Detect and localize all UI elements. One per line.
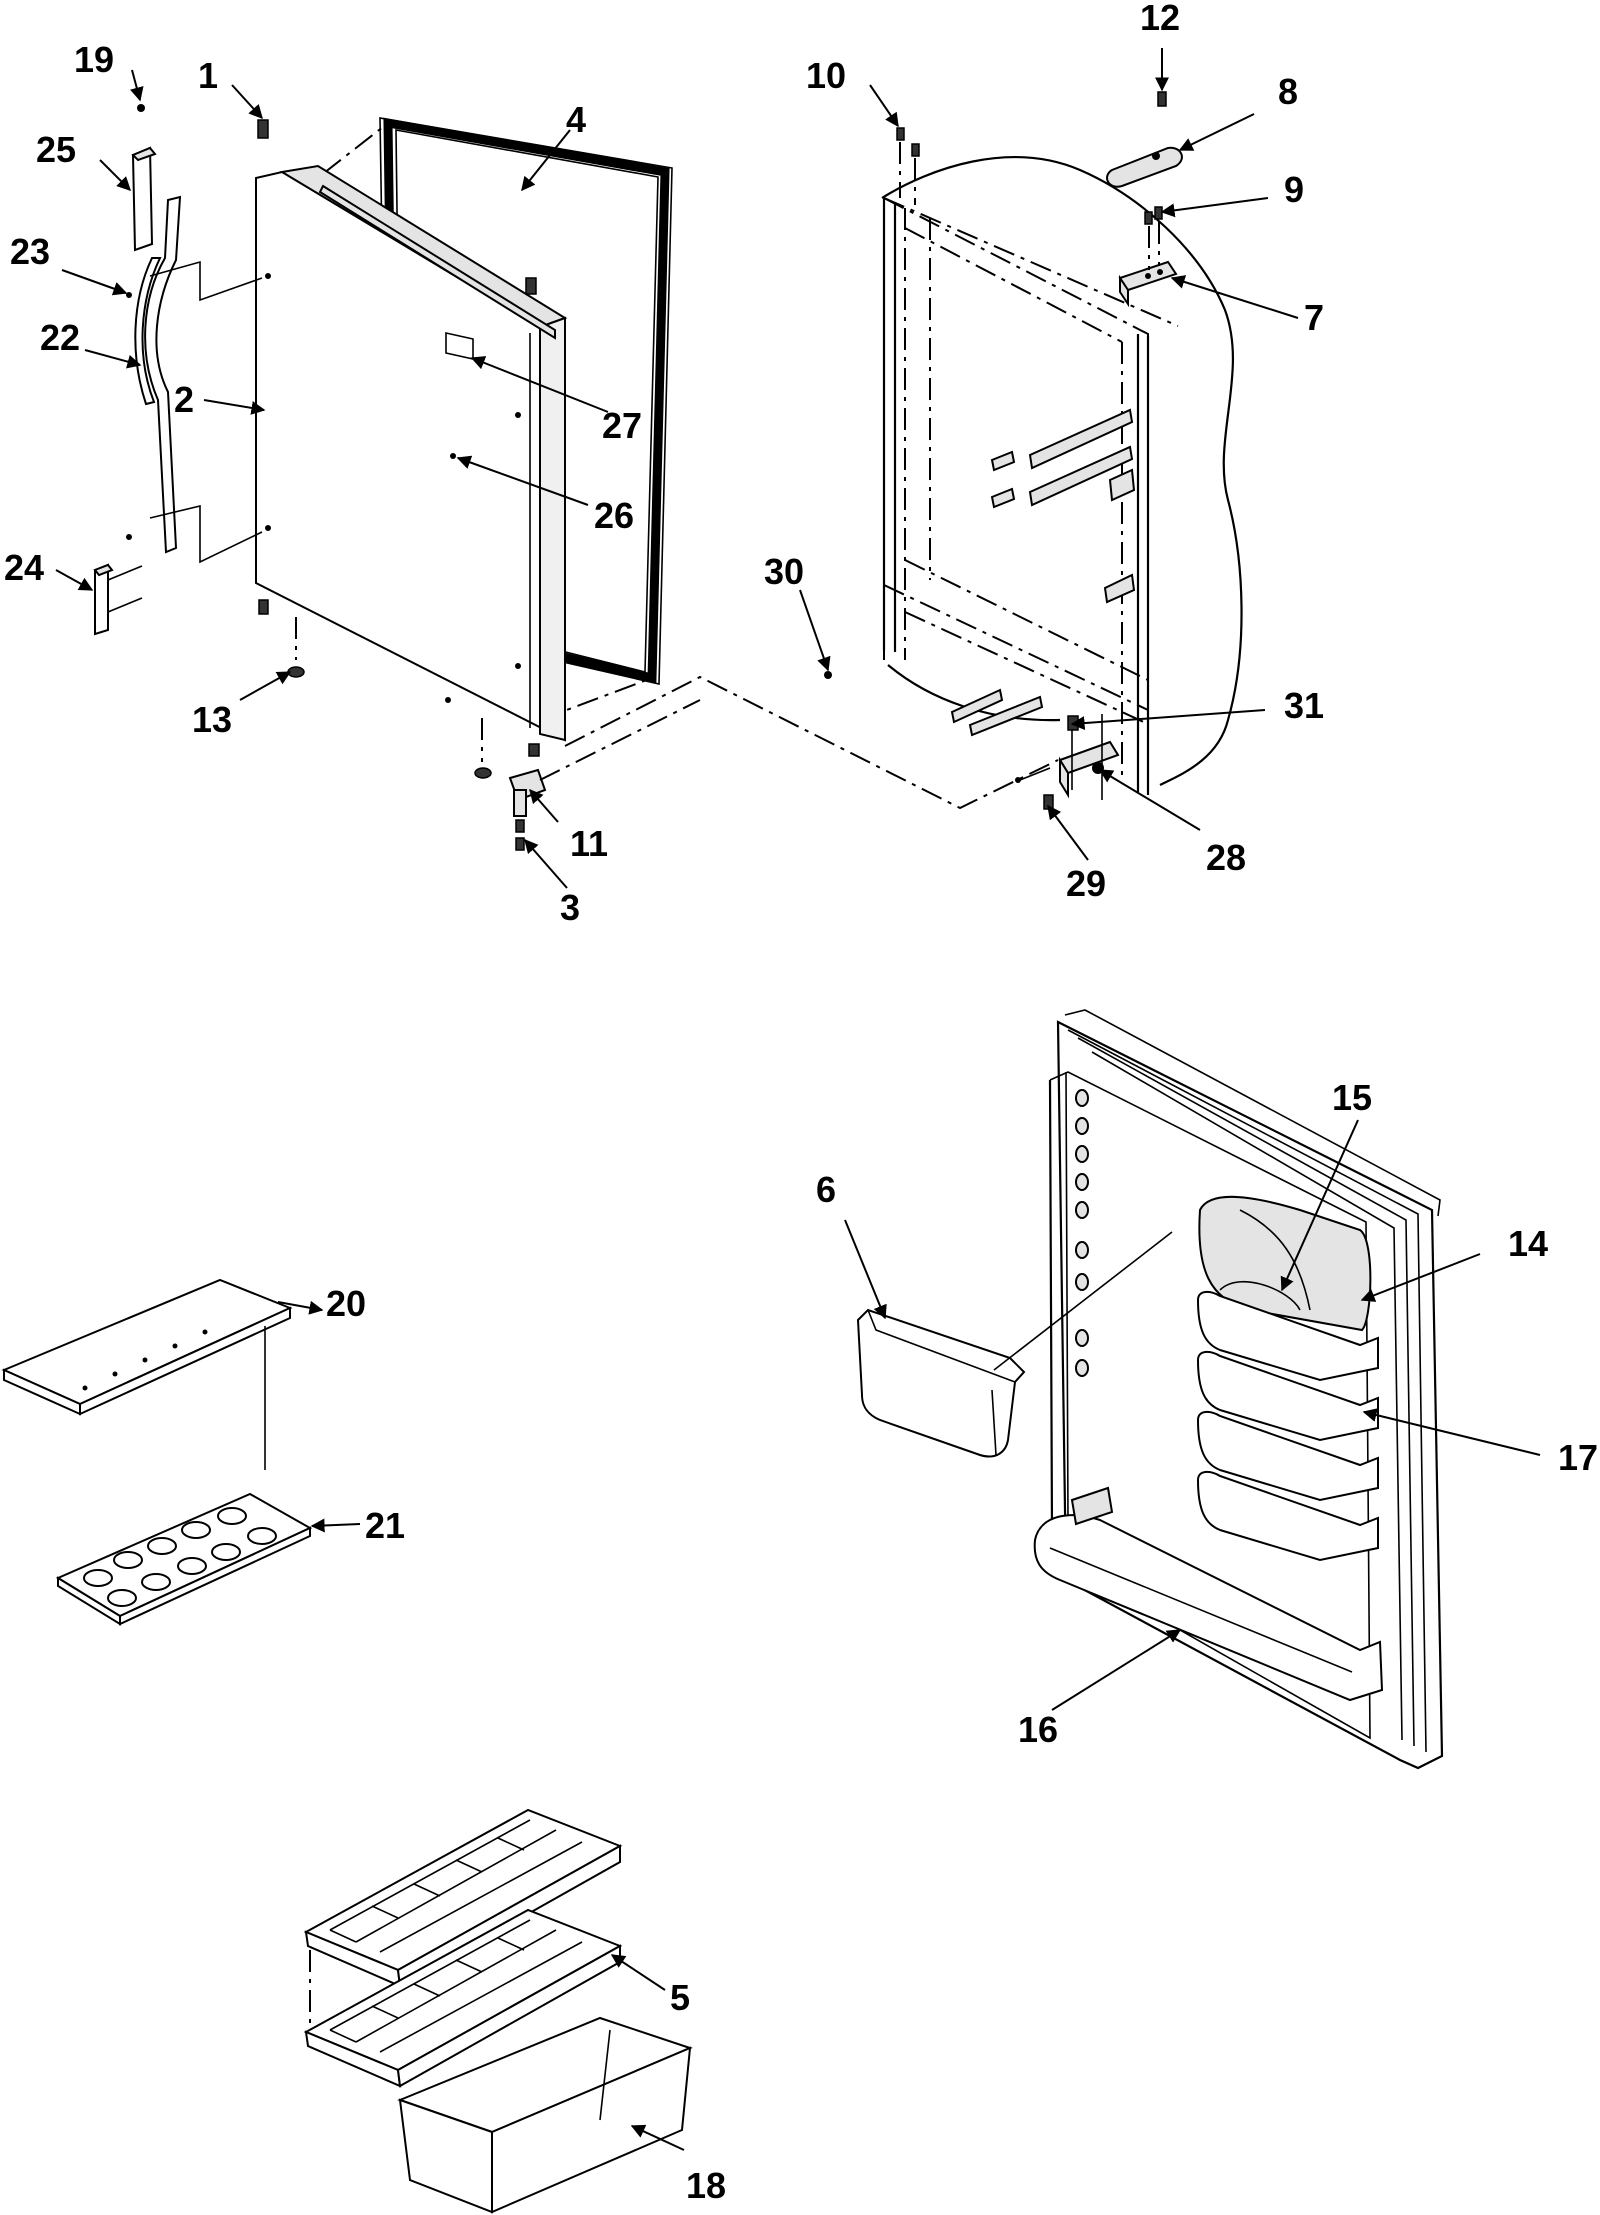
callout-3: 3 (560, 887, 580, 928)
bottom-door-shelf (1033, 1486, 1384, 1702)
callout-10: 10 (806, 55, 846, 96)
top-hinge (1118, 260, 1178, 308)
door-shelves (1196, 1290, 1379, 1562)
callout-22: 22 (40, 317, 80, 358)
refrigerator-door-liner (1033, 1009, 1444, 1770)
callout-18: 18 (686, 2165, 726, 2206)
screw-door-bottom (258, 599, 269, 615)
screw-9b (1154, 206, 1163, 220)
bottom-screw (528, 743, 540, 757)
callout-28: 28 (1206, 837, 1246, 878)
callout-1: 1 (198, 55, 218, 96)
screw-door-top (525, 277, 537, 295)
callout-4: 4 (566, 99, 586, 140)
callout-21: 21 (365, 1505, 405, 1546)
callout-23: 23 (10, 231, 50, 272)
shelf-rails (950, 408, 1136, 737)
hinge-screw-top (257, 119, 269, 139)
callout-24: 24 (4, 547, 44, 588)
shelf-nubs (1075, 1089, 1089, 1377)
callout-15: 15 (1332, 1077, 1372, 1118)
callout-14: 14 (1508, 1223, 1548, 1264)
door-handle (126, 195, 263, 564)
callout-31: 31 (1284, 685, 1324, 726)
callout-17: 17 (1558, 1437, 1598, 1478)
screw-19 (137, 104, 145, 112)
callout-leaders (55, 48, 1541, 2151)
callout-25: 25 (36, 129, 76, 170)
screw-30 (824, 671, 832, 679)
freezer-shelf (1, 1278, 293, 1470)
callout-7: 7 (1304, 297, 1324, 338)
lower-cabinet-hinge (1015, 714, 1120, 810)
screw-10a (896, 127, 905, 141)
freezer-door-assembly (93, 104, 1059, 851)
callout-29: 29 (1066, 863, 1106, 904)
callout-19: 19 (74, 39, 114, 80)
callout-11: 11 (570, 823, 608, 864)
callout-labels: 1 2 3 4 5 6 7 8 9 10 11 12 13 14 15 16 1… (4, 0, 1598, 2206)
screw-9a (1144, 211, 1153, 225)
callout-26: 26 (594, 495, 634, 536)
handle-end-cap-top (131, 146, 157, 252)
screw-10b (911, 143, 920, 157)
door-bushing (474, 767, 492, 779)
callout-12: 12 (1140, 0, 1180, 38)
cabinet-assembly (824, 91, 1243, 810)
ice-bucket (397, 2016, 693, 2214)
callout-16: 16 (1018, 1709, 1058, 1750)
dairy-door (1198, 1195, 1372, 1332)
egg-tray (55, 1492, 313, 1626)
door-stop-13 (287, 666, 305, 678)
door-bin (856, 1231, 1173, 1458)
ice-cube-trays (303, 1808, 623, 2088)
callout-2: 2 (174, 379, 194, 420)
callout-8: 8 (1278, 71, 1298, 112)
door-panel (255, 164, 568, 742)
callout-9: 9 (1284, 169, 1304, 210)
callout-27: 27 (602, 405, 642, 446)
handle-end-cap-bottom (93, 563, 114, 636)
callout-6: 6 (816, 1169, 836, 1210)
screw-12 (1157, 91, 1167, 107)
callout-13: 13 (192, 699, 232, 740)
callout-30: 30 (764, 551, 804, 592)
callout-20: 20 (326, 1283, 366, 1324)
hinge-cover (1106, 146, 1183, 188)
callout-5: 5 (670, 1977, 690, 2018)
